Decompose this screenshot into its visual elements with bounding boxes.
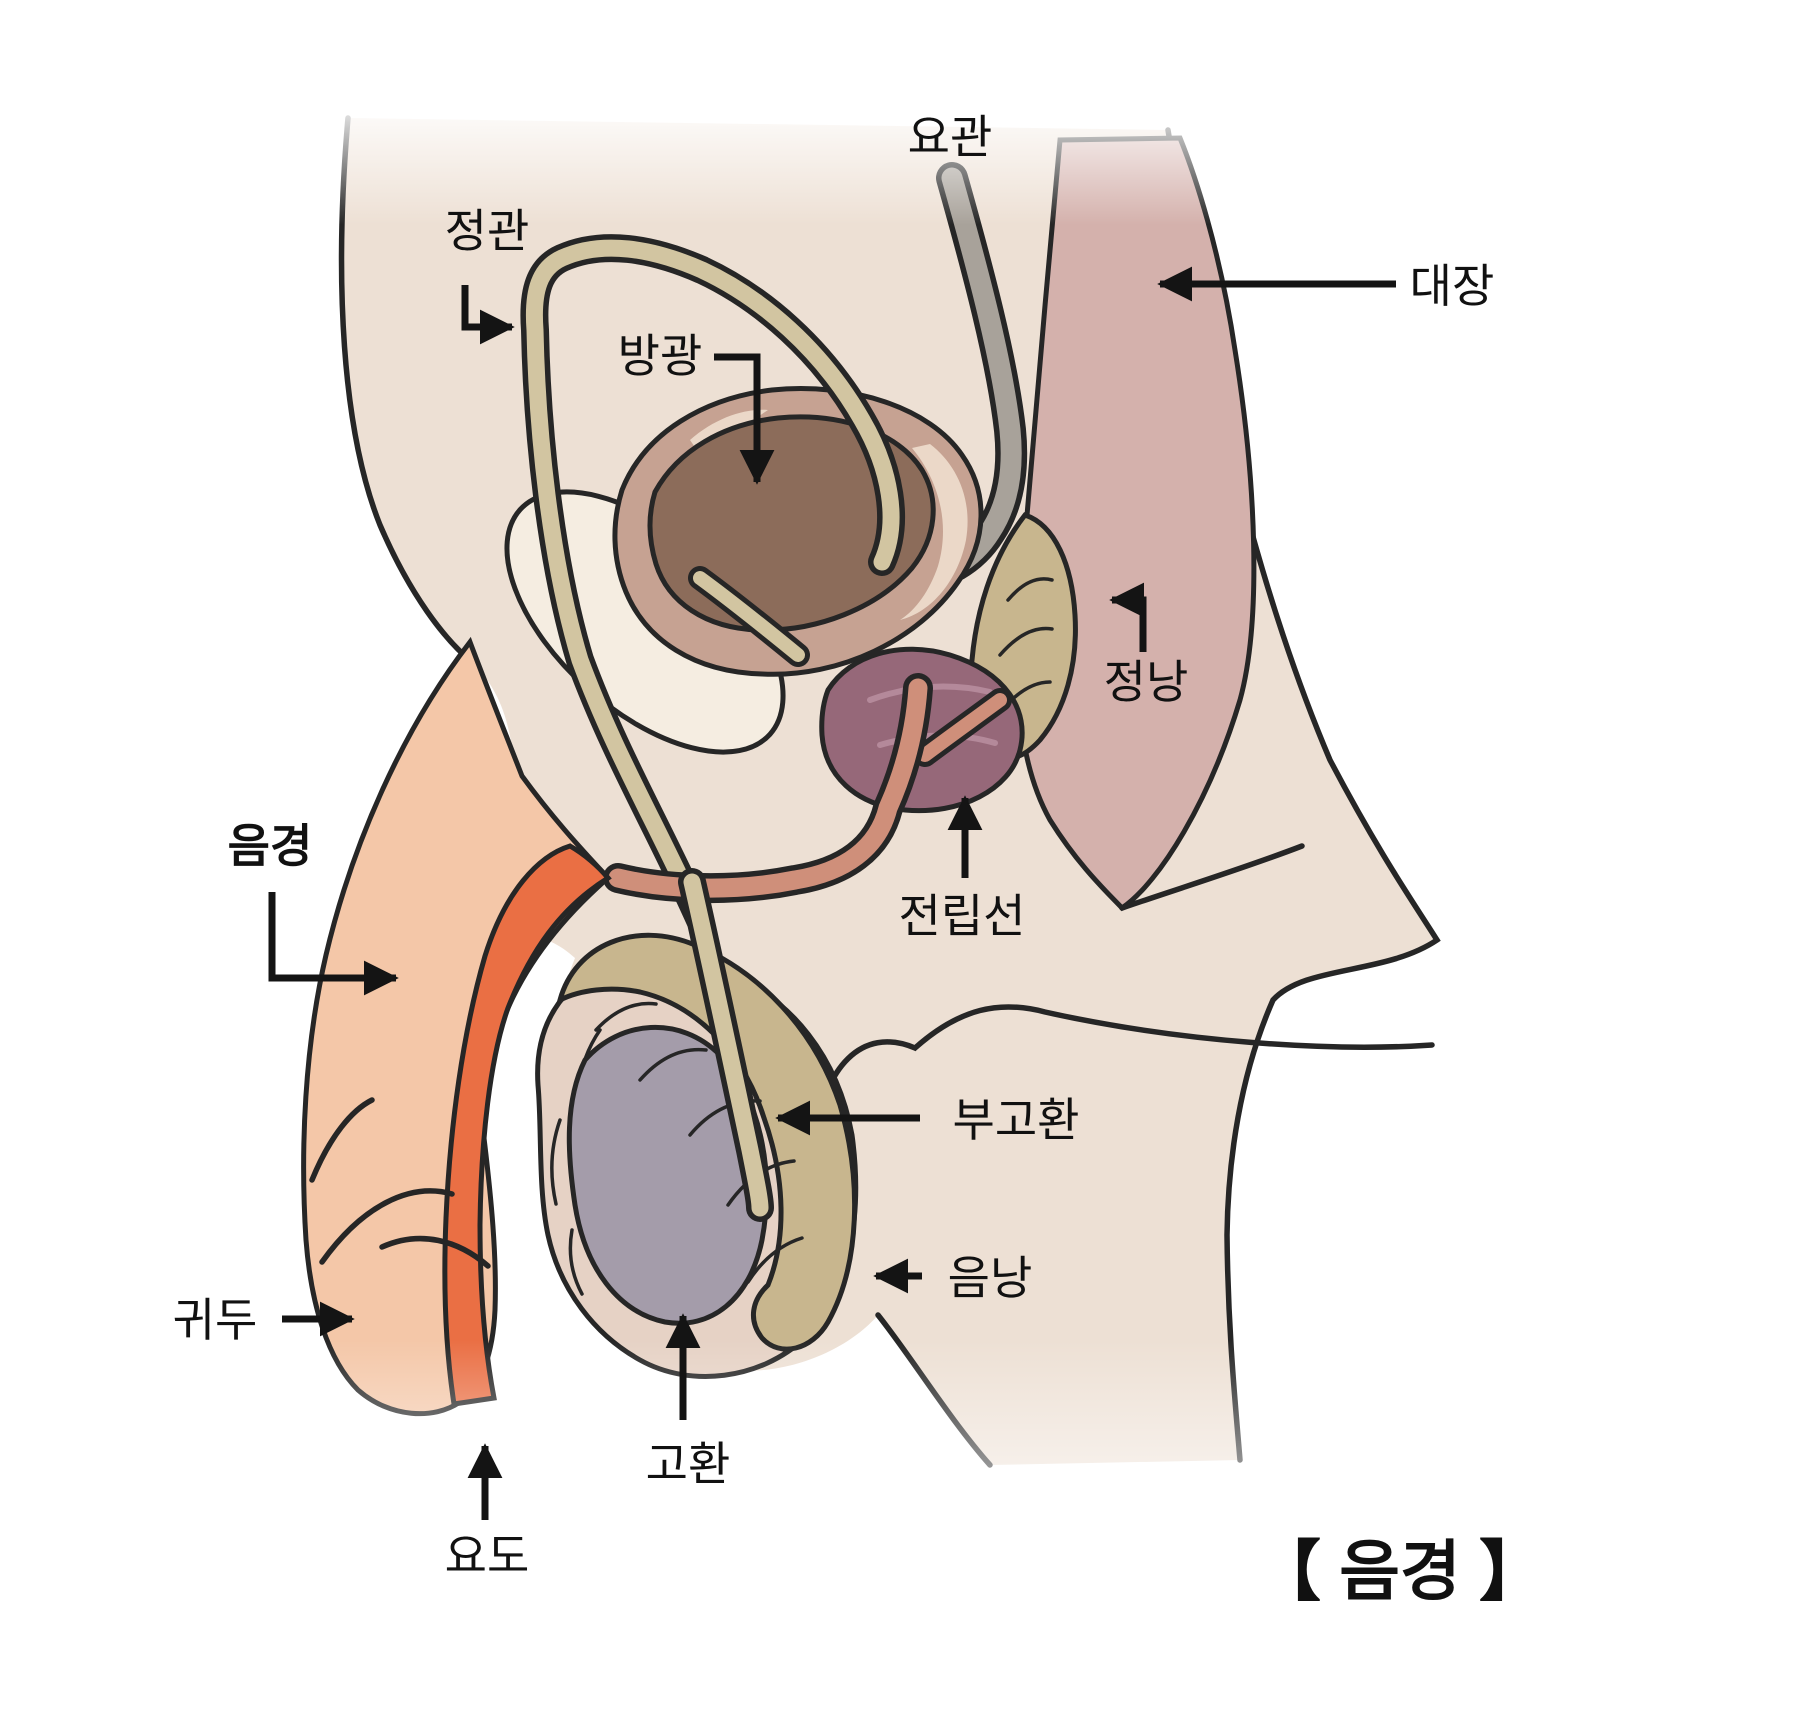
label-colon: 대장 [1157, 260, 1495, 312]
bladder-label: 방광 [618, 330, 703, 382]
ureter-label: 요관 [908, 111, 993, 163]
torso-left-edge [338, 115, 475, 665]
shaft-fold [309, 1097, 375, 1183]
ureter-tube [941, 167, 1022, 576]
urethra-branch [918, 693, 1007, 762]
seminal-vesicle-label: 정낭 [1104, 656, 1189, 708]
bladder-lumen-highlight [900, 444, 968, 620]
glans-label: 귀두 [173, 1294, 258, 1346]
foreskin-gap [479, 936, 575, 1412]
scrotum-label: 음낭 [948, 1252, 1033, 1304]
label-urethra: 요도 [445, 1443, 530, 1582]
label-glans: 귀두 [173, 1294, 355, 1346]
penis-arrow [268, 892, 399, 996]
epididymis-label: 부고환 [953, 1094, 1080, 1146]
urethra-label: 요도 [445, 1530, 530, 1582]
bladder-arrow [714, 353, 775, 485]
vas-ampulla [693, 571, 805, 662]
testis-label: 고환 [646, 1438, 731, 1490]
vas-deferens-arrow [461, 285, 515, 345]
label-bladder: 방광 [618, 330, 775, 485]
penis-label: 음경 [228, 820, 313, 872]
label-seminal-vesicle: 정낭 [1104, 582, 1189, 708]
colon-label: 대장 [1410, 260, 1495, 312]
glans-corona-fold [319, 1188, 455, 1265]
label-scrotum: 음낭 [873, 1252, 1033, 1304]
prostate-label: 전립선 [899, 890, 1026, 942]
vas-deferens-scrotal [683, 873, 769, 1217]
bottom-fade [250, 1340, 1802, 1717]
seminal-vesicle-arrow [1109, 582, 1147, 652]
label-epididymis: 부고환 [775, 1094, 1080, 1146]
diagram-title: 【 음경 】 [1255, 1534, 1545, 1608]
label-penis: 음경 [228, 820, 399, 996]
buttock-crease-line [1119, 843, 1305, 911]
label-testis: 고환 [646, 1313, 731, 1490]
vas-deferens-loop [525, 239, 900, 929]
thigh-crease-line [812, 1004, 1435, 1138]
top-fade [280, 0, 1530, 225]
glans-cross-fold [379, 1235, 491, 1269]
label-ureter: 요관 [908, 111, 993, 163]
testis-shape [566, 1025, 769, 1326]
epididymis-texture [594, 1001, 804, 1284]
bladder-inner-shape [647, 414, 936, 633]
label-vas-deferens: 정관 [445, 205, 530, 345]
label-prostate: 전립선 [899, 795, 1026, 942]
diagram-title-text: 【 음경 】 [1255, 1534, 1545, 1608]
vas-deferens-label: 정관 [445, 205, 530, 257]
